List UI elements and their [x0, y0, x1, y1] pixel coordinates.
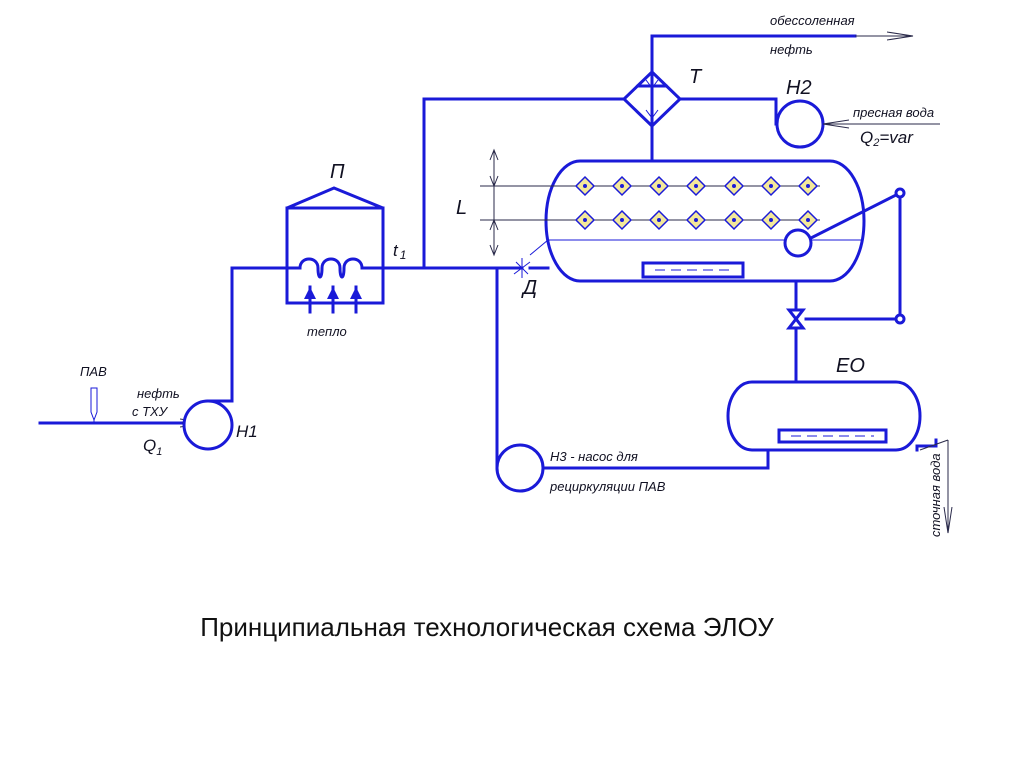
pump-h3-label-1: Н3 - насос для — [550, 449, 638, 464]
oil-in-label-2: с ТХУ — [132, 404, 169, 419]
desalted-oil-label-1: обессоленная — [770, 13, 855, 28]
furnace-label: П — [330, 161, 345, 183]
pipe-to-heat-exchanger — [422, 97, 628, 270]
q1-label: Q1 — [143, 436, 162, 458]
heat-label: тепло — [307, 324, 347, 339]
pump-h2-label: Н2 — [786, 77, 812, 99]
diagram-caption: Принципиальная технологическая схема ЭЛО… — [200, 612, 774, 642]
pipe-settler-to-h3 — [540, 448, 770, 470]
valve-d-icon — [513, 258, 531, 278]
oil-in-label-1: нефть — [137, 386, 180, 401]
heat-exchanger-icon — [621, 69, 683, 129]
heat-arrows — [304, 285, 362, 314]
control-valve-icon — [785, 308, 807, 330]
settler-eo-label: ЕО — [836, 355, 865, 377]
pump-h1-icon — [182, 399, 234, 451]
electrode-row-upper — [480, 175, 820, 197]
valve-d-label: Д — [521, 277, 537, 299]
pump-h3-label-2: рециркуляции ПАВ — [549, 479, 666, 494]
level-float-icon — [783, 187, 906, 325]
settler-eo-vessel — [726, 380, 922, 452]
pump-h1-label: Н1 — [236, 422, 258, 441]
pav-injector-icon — [90, 387, 98, 423]
electrode-row-lower — [480, 209, 820, 231]
pump-h3-icon — [495, 443, 545, 493]
level-dimension — [489, 148, 499, 257]
pump-h2-icon — [774, 97, 825, 149]
pipe-h1-to-furnace — [230, 266, 292, 403]
heat-exchanger-label: Т — [689, 66, 703, 88]
fresh-water-label: пресная вода — [853, 105, 934, 120]
pipe-waste-water-stub — [915, 438, 938, 452]
pav-label: ПАВ — [80, 364, 107, 379]
pipe-desalted-oil — [650, 34, 857, 74]
mixer-line — [529, 239, 549, 256]
waste-water-label: сточная вода — [928, 453, 943, 537]
furnace-icon — [285, 186, 385, 305]
pipe-exchanger-to-h2 — [678, 97, 778, 124]
q2-label: Q2=var — [860, 128, 914, 149]
desalted-oil-label-2: нефть — [770, 42, 813, 57]
level-label: L — [456, 197, 467, 219]
